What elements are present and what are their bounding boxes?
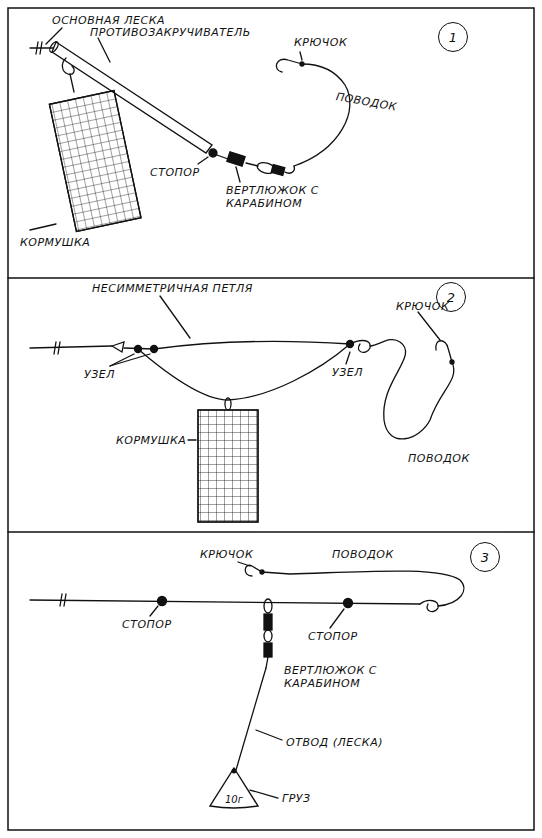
part-label: ПОВОДОК: [335, 90, 398, 114]
part-label: КРЮЧОК: [396, 300, 449, 313]
part-label: ВЕРТЛЮЖОК С КАРАБИНОМ: [226, 184, 326, 210]
part-label: ПОВОДОК: [408, 452, 470, 465]
leader-line: [330, 609, 344, 628]
leader-line: [46, 28, 62, 44]
weight-label: 10г: [225, 794, 243, 805]
part-label: СТОПОР: [308, 630, 358, 643]
leader-line: [256, 730, 282, 740]
leader-line: [98, 38, 110, 62]
leader-line: [236, 167, 240, 182]
part-label: УЗЕЛ: [332, 366, 363, 379]
frame: [8, 8, 534, 830]
leader-line: [250, 790, 278, 798]
part-label: ГРУЗ: [282, 792, 311, 805]
leader-line: [198, 157, 208, 164]
part-label: СТОПОР: [122, 618, 172, 631]
part-label: КРЮЧОК: [294, 36, 347, 49]
leader-line: [346, 352, 350, 364]
panel-number: 2: [447, 290, 455, 305]
divider: [8, 277, 534, 278]
callout-number: 2: [436, 282, 466, 312]
leader-line: [160, 296, 190, 338]
part-label: ОТВОД (ЛЕСКА): [286, 736, 383, 749]
part-label: ПРОТИВОЗАКРУЧИВАТЕЛЬ: [90, 26, 251, 39]
part-label: ОСНОВНАЯ ЛЕСКА: [52, 14, 165, 27]
panel-number: 1: [449, 30, 457, 45]
rig-3: [30, 562, 464, 798]
part-label: ПОВОДОК: [332, 548, 394, 561]
part-label: КОРМУШКА: [116, 434, 186, 447]
leader-line: [110, 354, 150, 366]
part-label: КРЮЧОК: [200, 548, 253, 561]
weight-node: 10г: [208, 766, 260, 810]
part-label: СТОПОР: [150, 166, 200, 179]
callout-number: 3: [470, 542, 500, 572]
divider: [8, 531, 534, 532]
rig-1: [30, 28, 350, 231]
part-label: УЗЕЛ: [84, 368, 115, 381]
leader-line: [418, 312, 440, 340]
leader-line: [30, 224, 56, 230]
part-label: КОРМУШКА: [20, 236, 90, 249]
panel-number: 3: [481, 550, 489, 565]
callout-number: 1: [438, 22, 468, 52]
part-label: ВЕРТЛЮЖОК С КАРАБИНОМ: [284, 664, 384, 690]
leader-line: [238, 562, 250, 566]
part-label: НЕСИММЕТРИЧНАЯ ПЕТЛЯ: [92, 282, 253, 295]
leader-line: [150, 606, 158, 616]
leader-line: [188, 439, 196, 440]
leader-line: [300, 52, 302, 60]
rig-2: [30, 296, 454, 522]
